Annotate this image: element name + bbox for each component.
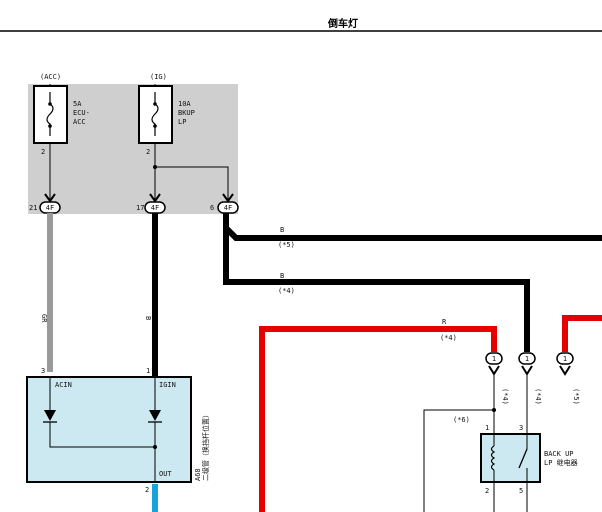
fuse-ig-pin: 2 — [146, 148, 150, 156]
fuse-ig-name2: LP — [178, 118, 186, 126]
fuse-acc-source: (ACC) — [40, 73, 61, 81]
fuse-acc-rating: 5A — [73, 100, 82, 108]
ecu-label: 二级管（换挡杆位置） — [201, 411, 210, 481]
svg-text:4F: 4F — [46, 204, 54, 212]
svg-text:1: 1 — [563, 355, 567, 363]
relay-label-1: BACK UP — [544, 450, 574, 458]
ecu-pin-3: 3 — [41, 367, 45, 375]
wire-r-label: R — [442, 318, 447, 326]
diode-igin-icon — [149, 410, 161, 421]
svg-text:4F: 4F — [151, 204, 159, 212]
svg-text:1: 1 — [492, 355, 496, 363]
plug-1: 1 (*4) — [485, 352, 509, 405]
wire-gr-label: GR — [40, 314, 48, 323]
connector-21: 21 4F — [29, 201, 61, 214]
plug-3: 1 (*5) — [556, 352, 580, 405]
relay-pin-2: 2 — [485, 487, 489, 495]
page-title: 倒车灯 — [327, 17, 358, 30]
ecu-code: A68 — [194, 468, 202, 481]
svg-text:17: 17 — [136, 204, 144, 212]
fuse-ig-icon — [151, 92, 159, 136]
wire-b-lower-label: B — [280, 272, 284, 280]
wire-b-upper — [223, 213, 602, 241]
wire-b-ecu-label: B — [144, 316, 152, 320]
wire-r — [259, 326, 497, 512]
wire-b-upper-note: (*5) — [278, 241, 295, 249]
relay-pin-1: 1 — [485, 424, 489, 432]
fuse-ig-name1: BKUP — [178, 109, 195, 117]
relay-coil-icon — [490, 445, 496, 471]
backup-lp-relay — [480, 433, 541, 483]
relay-pin-5: 5 — [519, 487, 523, 495]
fuse-acc-icon — [46, 92, 54, 136]
svg-text:(*4): (*4) — [501, 388, 509, 405]
wire-b-lower-note: (*4) — [278, 287, 295, 295]
relay-note: (*6) — [453, 416, 470, 424]
ecu-pin-1: 1 — [146, 367, 150, 375]
relay-label-2: LP 继电器 — [544, 458, 578, 467]
relay-switch-icon — [518, 448, 528, 469]
diode-acin-icon — [44, 410, 56, 421]
plug-2: 1 (*4) — [518, 352, 542, 405]
svg-text:4F: 4F — [224, 204, 232, 212]
shift-position-diode-box — [26, 376, 192, 483]
fuse-acc-pin: 2 — [41, 148, 45, 156]
relay-pin-3: 3 — [519, 424, 523, 432]
fuse-ig-source: (IG) — [150, 73, 167, 81]
ecu-pin-2: 2 — [145, 486, 149, 494]
ecu-igin-label: IGIN — [159, 381, 176, 389]
wire-r-note: (*4) — [440, 334, 457, 342]
connector-17: 17 4F — [136, 201, 166, 214]
svg-text:(*4): (*4) — [534, 388, 542, 405]
fuse-ig-rating: 10A — [178, 100, 191, 108]
wire-b-lower — [223, 228, 530, 352]
ecu-out-label: OUT — [159, 470, 172, 478]
wire-r-right — [562, 315, 602, 352]
wire-b-upper-label: B — [280, 226, 284, 234]
svg-text:(*5): (*5) — [572, 388, 580, 405]
svg-text:6: 6 — [210, 204, 214, 212]
svg-text:21: 21 — [29, 204, 37, 212]
fuse-acc-name1: ECU- — [73, 109, 90, 117]
fuse-acc-name2: ACC — [73, 118, 86, 126]
svg-text:1: 1 — [525, 355, 529, 363]
connector-6: 6 4F — [210, 201, 239, 214]
ecu-acin-label: ACIN — [55, 381, 72, 389]
